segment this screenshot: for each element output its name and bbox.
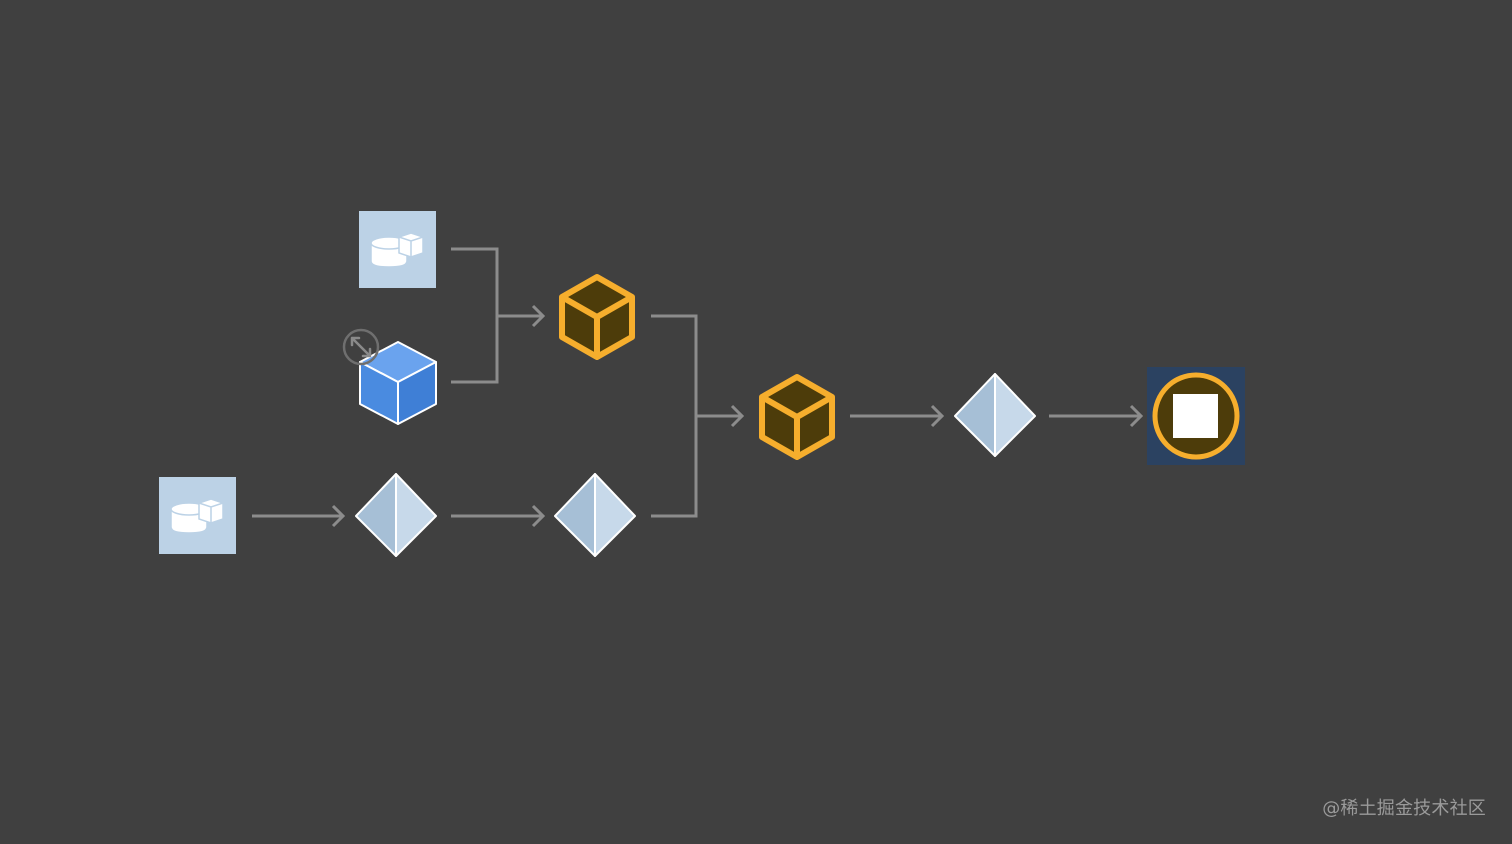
arrowhead (1129, 404, 1144, 428)
cube-icon (759, 374, 835, 460)
node-cube-selected[interactable] (359, 341, 437, 425)
arrowhead (930, 404, 945, 428)
edge-cube-selected-to-merge (451, 316, 499, 384)
edge-cube-active-1-to-merge (651, 314, 698, 416)
resize-icon[interactable] (342, 328, 380, 366)
arrowhead (531, 304, 546, 328)
stop-icon (1152, 372, 1240, 460)
node-dataset-bottom[interactable] (159, 477, 236, 554)
node-stop-output[interactable] (1147, 367, 1245, 465)
cube-icon (559, 274, 635, 360)
node-cube-active-1[interactable] (559, 274, 635, 360)
watermark: @稀土掘金技术社区 (1322, 798, 1486, 819)
node-pyramid-3[interactable] (954, 373, 1036, 457)
pyramid-icon (954, 373, 1036, 457)
node-dataset-top[interactable] (359, 211, 436, 288)
pyramid-icon (554, 473, 636, 557)
node-pyramid-1[interactable] (355, 473, 437, 557)
node-pyramid-2[interactable] (554, 473, 636, 557)
arrowhead (531, 504, 546, 528)
arrowhead (331, 504, 346, 528)
database-cube-icon (370, 232, 424, 268)
edge-pyramid-2-to-merge (651, 416, 698, 518)
database-cube-icon (170, 498, 224, 534)
edge-dataset-top-to-merge (451, 247, 499, 316)
connectors (252, 247, 1144, 528)
arrowhead (730, 404, 745, 428)
node-cube-active-2[interactable] (759, 374, 835, 460)
cube-icon (359, 341, 437, 425)
pyramid-icon (355, 473, 437, 557)
